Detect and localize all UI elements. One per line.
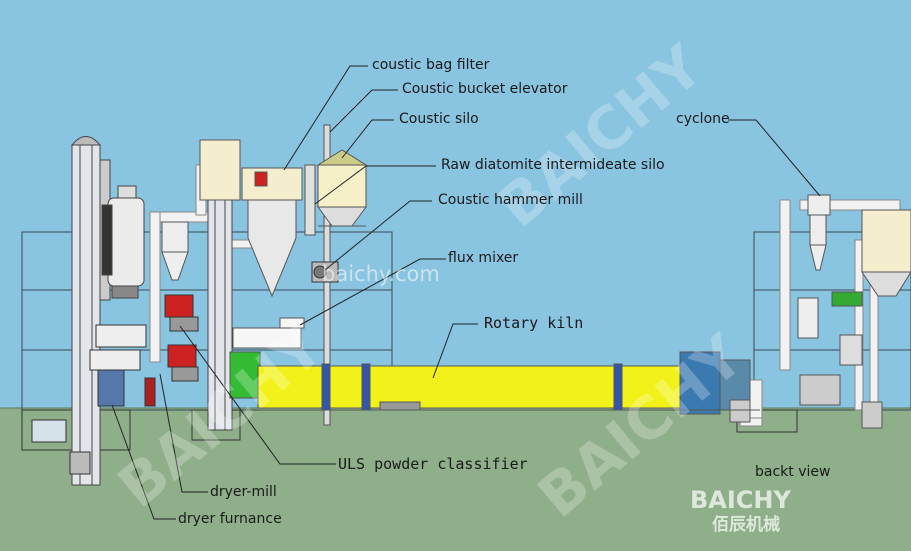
watermark-text-top: BAICHY: [485, 31, 716, 240]
label-coustic-bucket-elevator: Coustic bucket elevator: [402, 81, 568, 97]
label-rotary-kiln: Rotary kiln: [484, 314, 584, 332]
leader-lines: [111, 65, 821, 520]
label-uls-powder-classifier: ULS powder classifier: [338, 455, 528, 473]
label-dryer-furnance: dryer furnance: [178, 511, 282, 527]
dryer-vessel: [101, 185, 145, 299]
label-flux-mixer: flux mixer: [448, 250, 519, 266]
label-cyclone: cyclone: [676, 111, 730, 127]
conveyors: [232, 317, 305, 349]
bag-filter: [241, 167, 303, 298]
small-cyclone-left: [161, 221, 189, 281]
hammer-mill: [311, 261, 339, 283]
label-coustic-silo: Coustic silo: [399, 111, 479, 127]
uls-classifiers: [164, 294, 199, 382]
label-dryer-mill: dryer-mill: [210, 484, 277, 500]
label-raw-diatomite-silo: Raw diatomite intermideate silo: [441, 157, 665, 173]
label-coustic-bag-filter: coustic bag filter: [372, 57, 490, 73]
rotary-kiln-body: [229, 351, 760, 423]
right-equipment: [797, 194, 911, 429]
dryer-mill-furnace: [31, 324, 156, 475]
label-back-view: backt view: [755, 464, 831, 480]
label-coustic-hammer-mill: Coustic hammer mill: [438, 192, 583, 208]
bucket-elevator-mid: [199, 139, 241, 431]
